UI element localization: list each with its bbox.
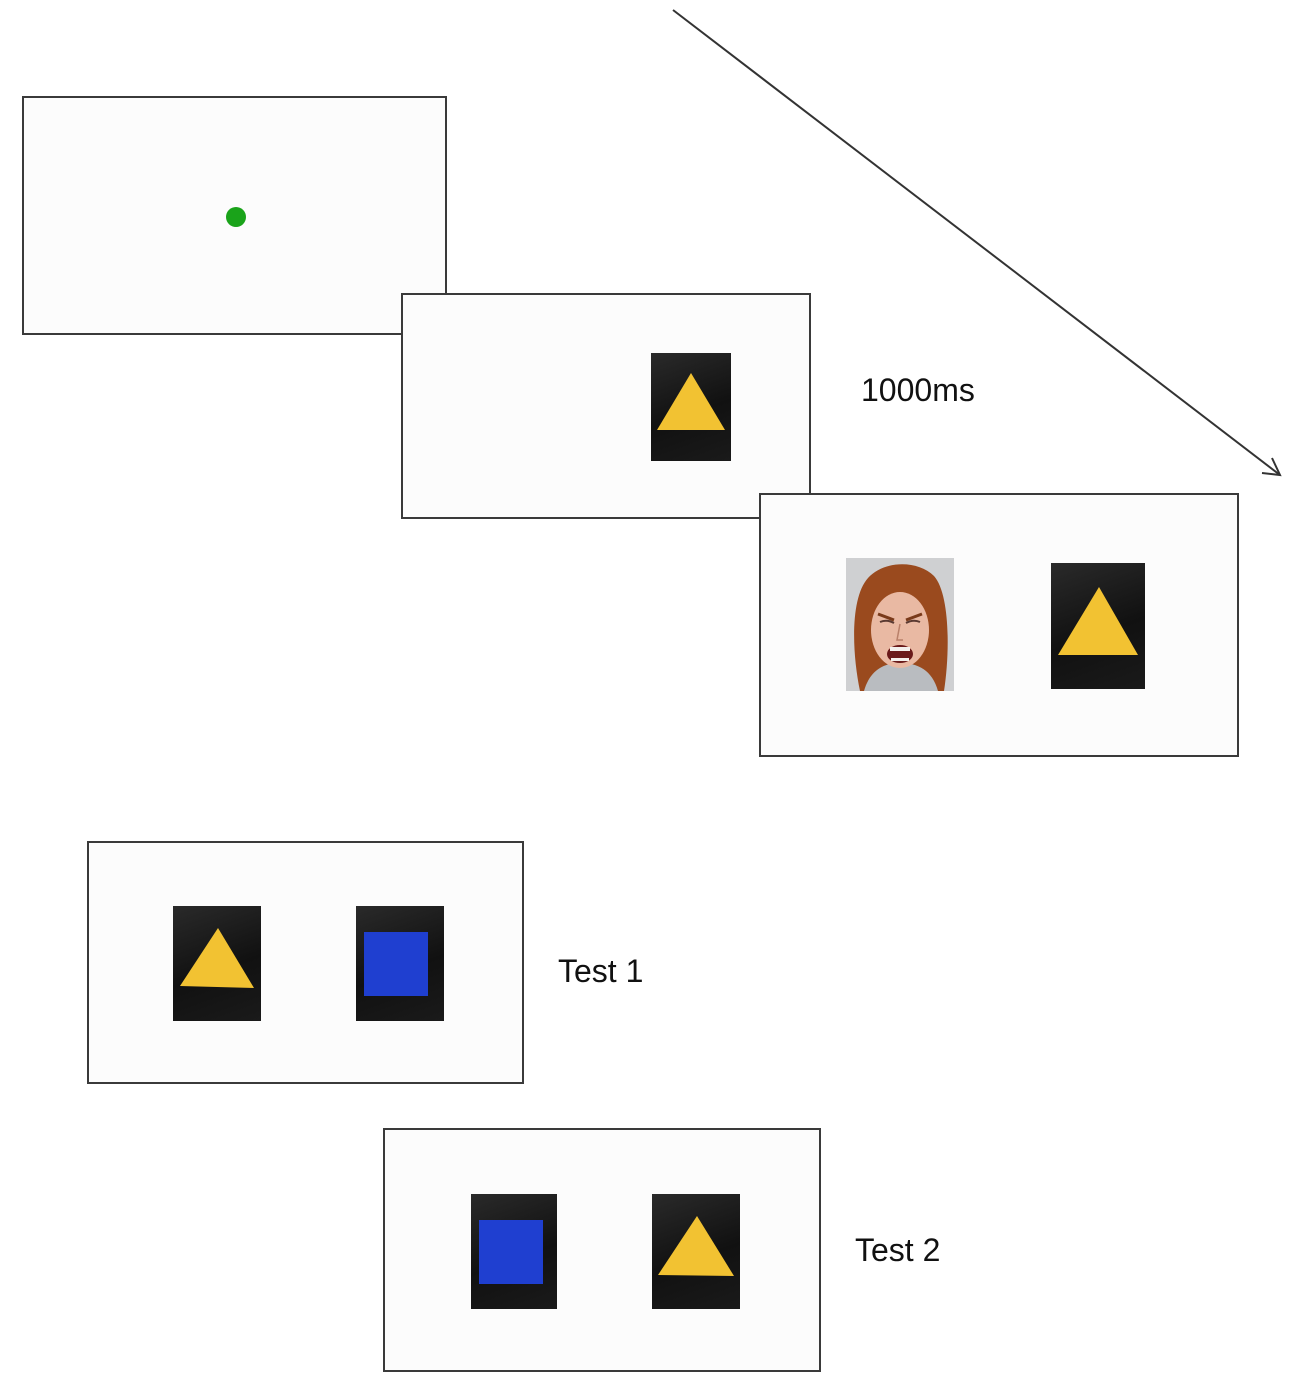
fixation-screen	[22, 96, 447, 335]
yellow-triangle-icon	[180, 928, 254, 988]
test1-label: Test 1	[558, 953, 644, 989]
test1-screen	[87, 841, 524, 1084]
cue-card	[651, 353, 731, 461]
test2-label: Test 2	[855, 1232, 941, 1268]
yellow-triangle-icon	[657, 373, 725, 430]
fixation-dot-icon	[226, 207, 246, 227]
test2-square-card	[471, 1194, 557, 1309]
angry-face-photo	[846, 558, 954, 691]
yellow-triangle-icon	[1058, 587, 1138, 655]
cue-screen	[401, 293, 811, 519]
cue-card-repeat	[1051, 563, 1145, 689]
test1-square-card	[356, 906, 444, 1021]
yellow-triangle-icon	[658, 1216, 734, 1276]
test2-screen	[383, 1128, 821, 1372]
test2-triangle-card	[652, 1194, 740, 1309]
test1-triangle-card	[173, 906, 261, 1021]
face-cue-screen	[759, 493, 1239, 757]
blue-square-icon	[364, 932, 428, 996]
cue-duration-label: 1000ms	[861, 372, 975, 408]
blue-square-icon	[479, 1220, 543, 1284]
